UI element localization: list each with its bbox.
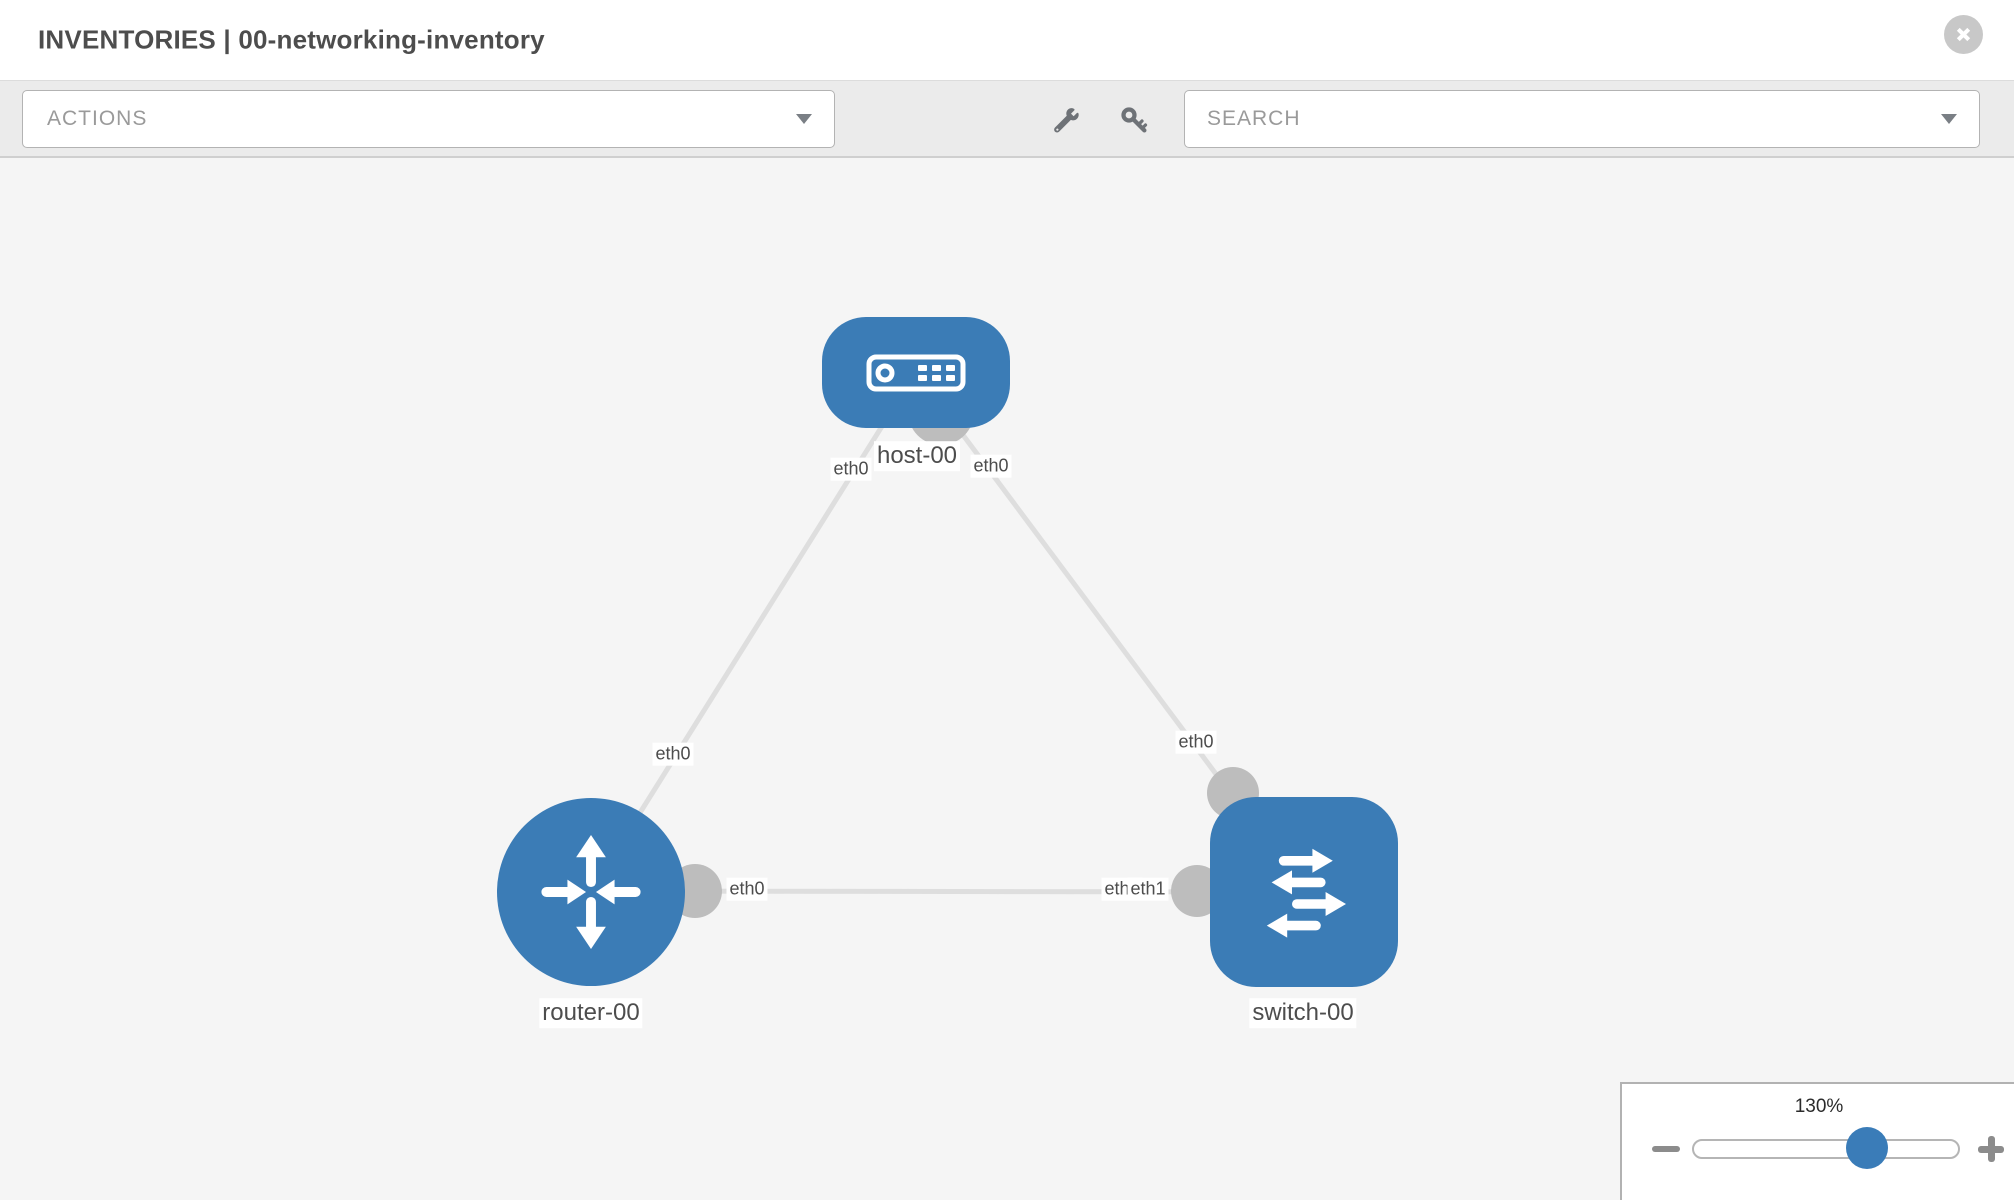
eth-label-link-host-router: eth0 (652, 742, 694, 766)
switch-arrows-icon (1266, 848, 1346, 938)
server-icon (866, 354, 966, 391)
page-header: INVENTORIES | 00-networking-inventory (0, 0, 2014, 81)
toolbar: ACTIONS (0, 81, 2014, 158)
search-input[interactable] (1207, 107, 1941, 131)
key-icon (1121, 107, 1148, 133)
node-label-router: router-00 (539, 998, 643, 1028)
router-arrows-icon (541, 834, 641, 950)
plus-icon (1988, 1136, 1995, 1162)
zoom-slider-row (1622, 1126, 2014, 1172)
eth-label-host-right: eth0 (970, 454, 1012, 478)
close-button[interactable] (1944, 15, 1983, 54)
eth-label-host-left: eth0 (830, 457, 872, 481)
actions-dropdown[interactable]: ACTIONS (22, 90, 835, 148)
zoom-slider-track[interactable] (1692, 1127, 1960, 1169)
credentials-button[interactable] (1117, 103, 1151, 137)
configure-button[interactable] (1049, 103, 1083, 137)
node-label-switch: switch-00 (1249, 998, 1357, 1028)
chevron-down-icon (1941, 114, 1957, 124)
actions-dropdown-label: ACTIONS (47, 107, 148, 130)
zoom-out-button[interactable] (1652, 1146, 1680, 1152)
node-router-00[interactable] (497, 798, 685, 986)
eth-label-router-right: eth0 (726, 877, 768, 901)
topology-links-layer (588, 370, 1307, 918)
breadcrumb-section: INVENTORIES (38, 24, 216, 55)
zoom-control-panel: 130% (1620, 1082, 2014, 1200)
inventory-name: 00-networking-inventory (238, 24, 545, 55)
eth-label-switch-top: eth0 (1175, 730, 1217, 754)
node-host-00[interactable] (822, 317, 1010, 428)
zoom-level-value: 130% (1794, 1096, 1844, 1117)
breadcrumb-separator: | (215, 24, 239, 55)
page-title: INVENTORIES | 00-networking-inventory (38, 25, 545, 56)
search-dropdown[interactable] (1184, 90, 1980, 148)
zoom-in-button[interactable] (1978, 1136, 2004, 1162)
chevron-down-icon (796, 114, 812, 124)
wrench-icon (1054, 108, 1079, 133)
eth-label-switch-eth1: eth1 (1127, 877, 1169, 901)
node-label-host: host-00 (873, 441, 961, 471)
close-icon (1956, 27, 1971, 42)
zoom-slider-knob[interactable] (1846, 1127, 1888, 1169)
node-switch-00[interactable] (1210, 797, 1398, 987)
topology-canvas[interactable]: host-00 eth0 eth0 eth0 eth0 eth0 eth0 et… (0, 158, 2014, 1200)
